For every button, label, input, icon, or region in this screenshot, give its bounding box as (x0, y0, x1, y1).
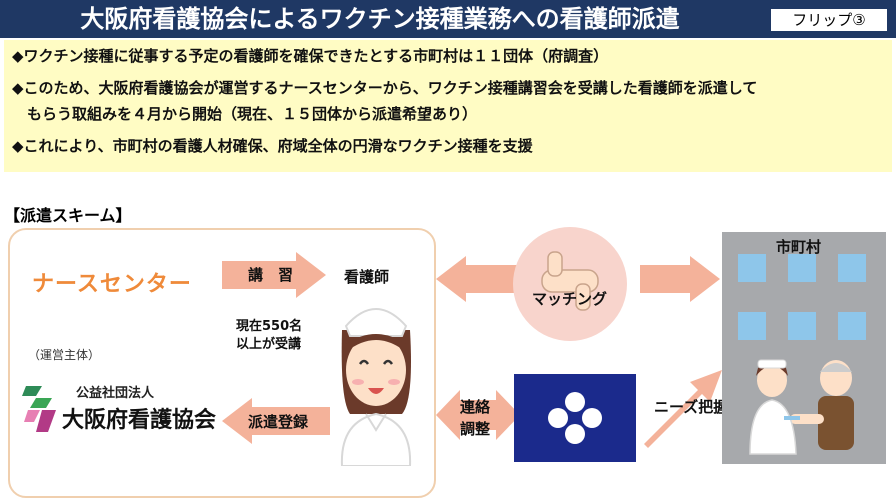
nurse-center-box (15, 236, 215, 488)
needs-arrow-icon (644, 370, 722, 448)
bullet-1: ◆ワクチン接種に従事する予定の看護師を確保できたとする市町村は１１団体（府調査） (12, 47, 609, 65)
lecture-label: 講 習 (248, 266, 294, 284)
page-title: 大阪府看護協会によるワクチン接種業務への看護師派遣 (80, 5, 680, 33)
liaison-double-arrow-icon (436, 390, 520, 440)
title-bar (0, 0, 896, 38)
bullet-3: ◆これにより、市町村の看護人材確保、府域全体の円滑なワクチン接種を支援 (12, 137, 533, 155)
needs-label: ニーズ把握 (654, 398, 729, 416)
matching-to-nurse-arrow-icon (436, 256, 518, 302)
matching-handshake-icon (513, 227, 627, 341)
vaccination-scene-icon (749, 359, 854, 455)
org-type-label: 公益社団法人 (76, 386, 155, 401)
dispatch-label: 派遣登録 (248, 413, 309, 431)
nurse-count-line1: 現在550名 (236, 319, 303, 334)
nurse-label: 看護師 (344, 268, 390, 286)
bullet-2-cont: もらう取組みを４月から開始（現在、１５団体から派遣希望あり） (12, 105, 478, 123)
osaka-prefecture-emblem-icon (514, 374, 636, 462)
municipality-building-icon (722, 232, 886, 464)
scheme-section-label: 【派遣スキーム】 (4, 206, 132, 225)
org-name-label: 大阪府看護協会 (62, 408, 217, 433)
municipality-label: 市町村 (776, 238, 822, 256)
association-logo-icon (22, 386, 56, 432)
liaison-line2: 調整 (460, 420, 491, 438)
matching-to-municipality-arrow-icon (640, 256, 720, 302)
nurse-center-title: ナースセンター (32, 272, 192, 297)
summary-box: ◆ワクチン接種に従事する予定の看護師を確保できたとする市町村は１１団体（府調査）… (4, 40, 892, 172)
lecture-arrow-icon (222, 252, 326, 298)
matching-label: マッチング (532, 290, 608, 308)
nurse-count-line2: 以上が受講 (236, 337, 302, 352)
nurse-illustration-icon (340, 308, 412, 466)
flip-badge: フリップ③ (770, 8, 888, 32)
bullet-2: ◆このため、大阪府看護協会が運営するナースセンターから、ワクチン接種講習会を受講… (12, 79, 758, 97)
operator-label: （運営主体） (28, 348, 101, 362)
dispatch-arrow-icon (222, 398, 330, 444)
liaison-line1: 連絡 (460, 398, 491, 416)
